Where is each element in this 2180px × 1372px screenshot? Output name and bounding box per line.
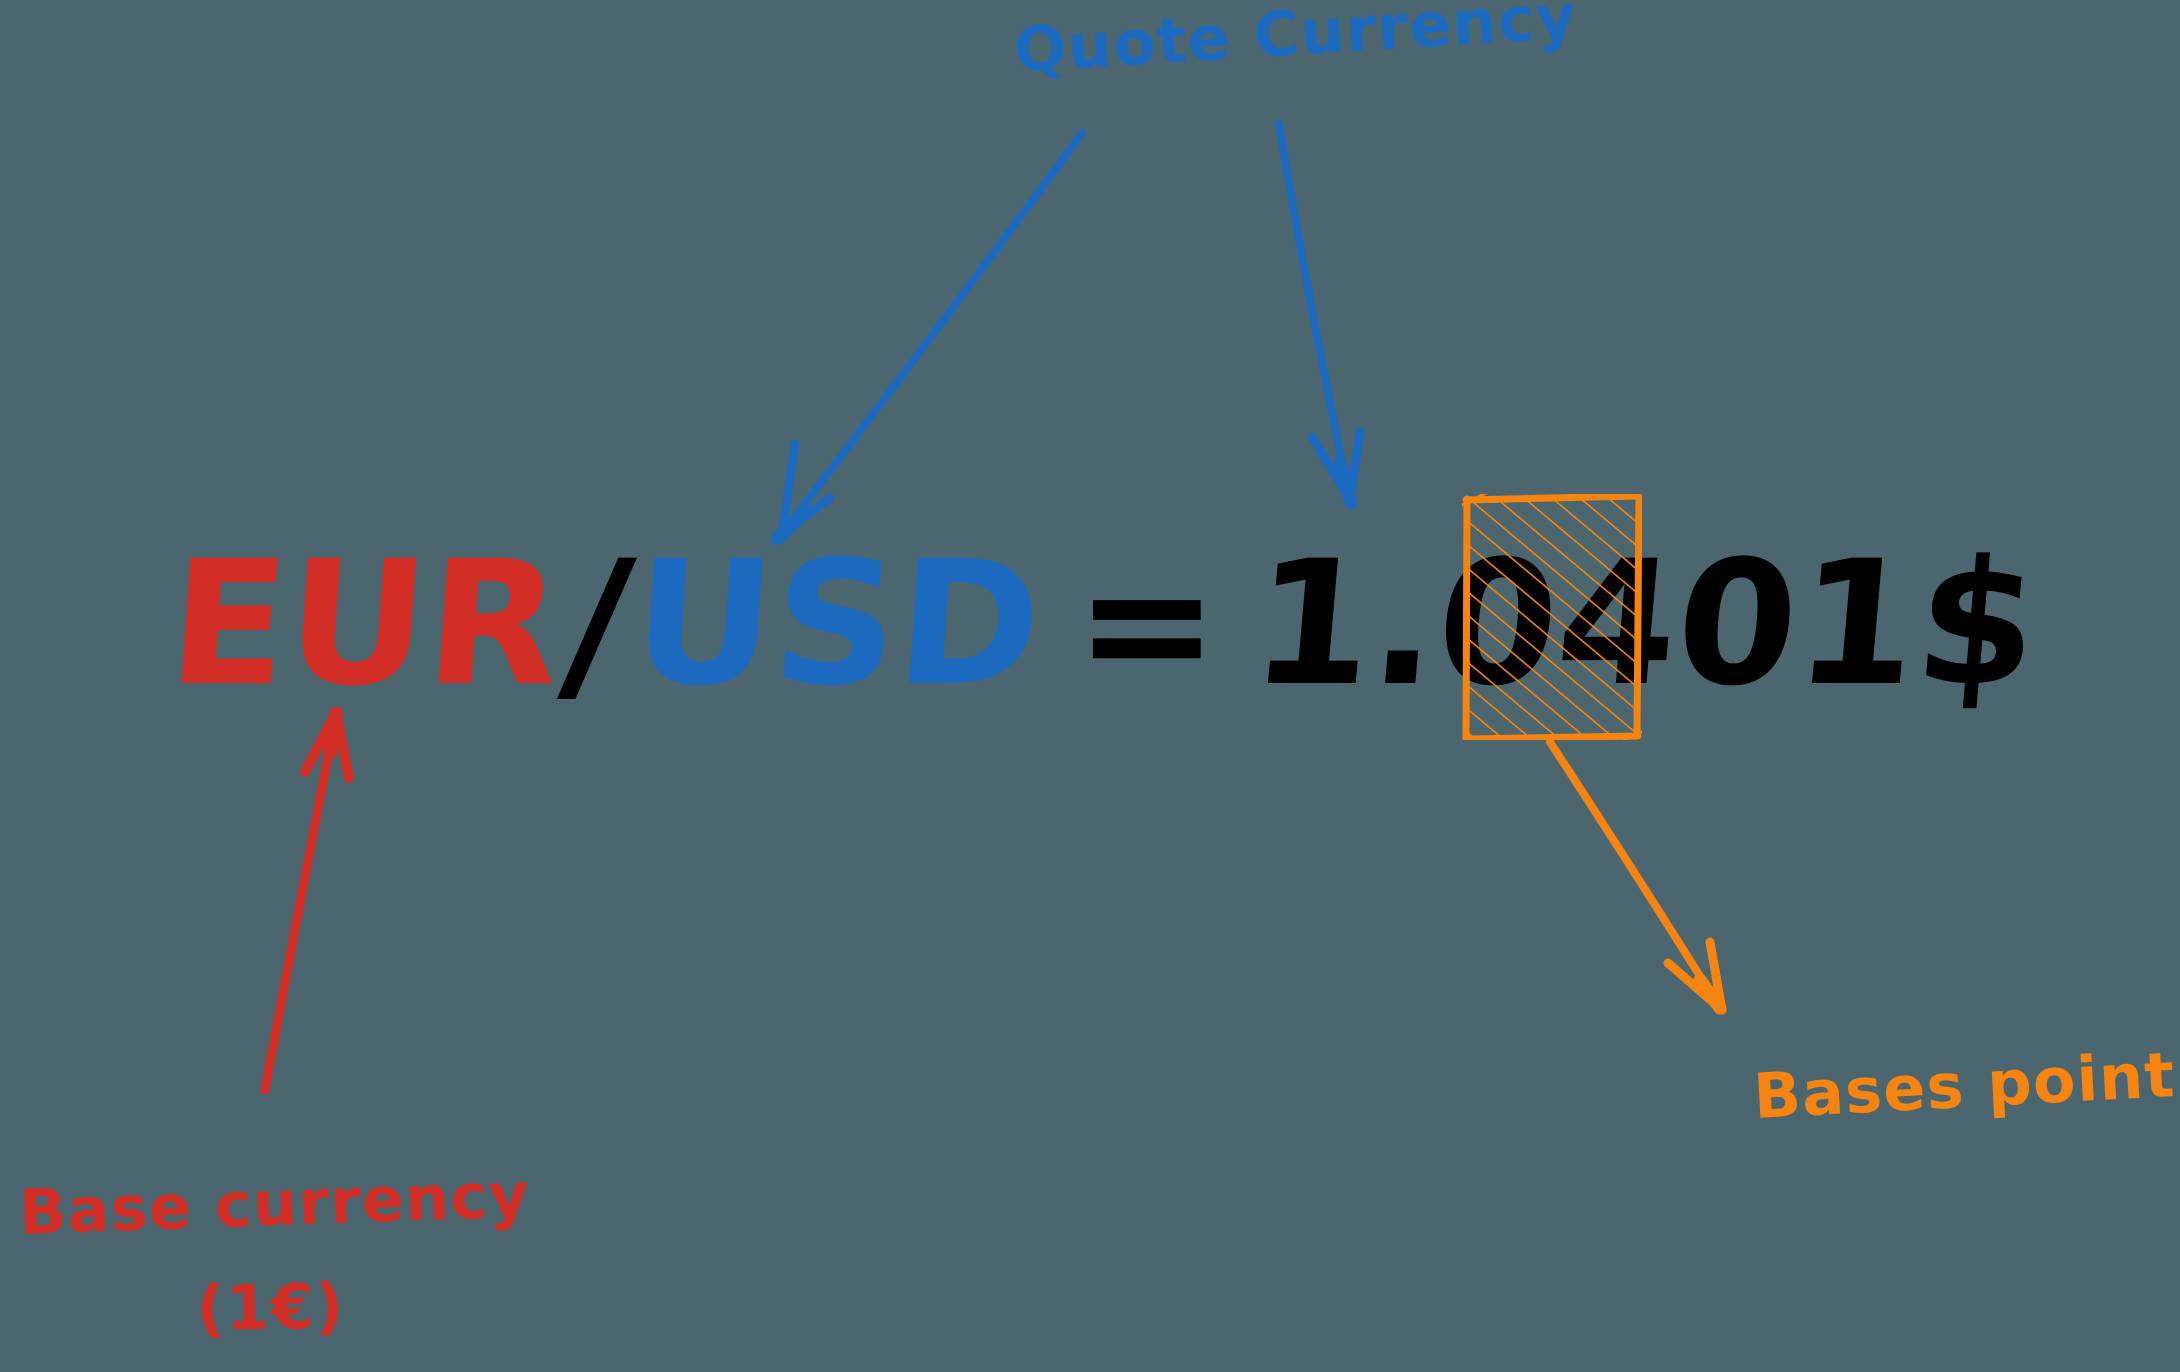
annotation-sublabel-base-currency-amount: (1€) bbox=[195, 1269, 346, 1345]
arrow-down-icon bbox=[1275, 120, 1365, 510]
equals-sign: = bbox=[1074, 523, 1219, 724]
rate-currency-symbol: $ bbox=[1907, 523, 2046, 724]
arrow-down-left-icon bbox=[771, 129, 1086, 545]
arrow-up-icon bbox=[260, 707, 354, 1095]
base-currency-term: EUR bbox=[163, 523, 567, 724]
currency-pair-equation: EUR / USD = 1.0401 $ bbox=[163, 523, 2045, 748]
quote-currency-term: USD bbox=[627, 523, 1048, 724]
annotation-label-base-currency: Base currency bbox=[17, 1158, 532, 1249]
arrow-down-right-icon bbox=[1546, 738, 1727, 1015]
exchange-rate-value: 1.0401 bbox=[1244, 523, 1926, 724]
